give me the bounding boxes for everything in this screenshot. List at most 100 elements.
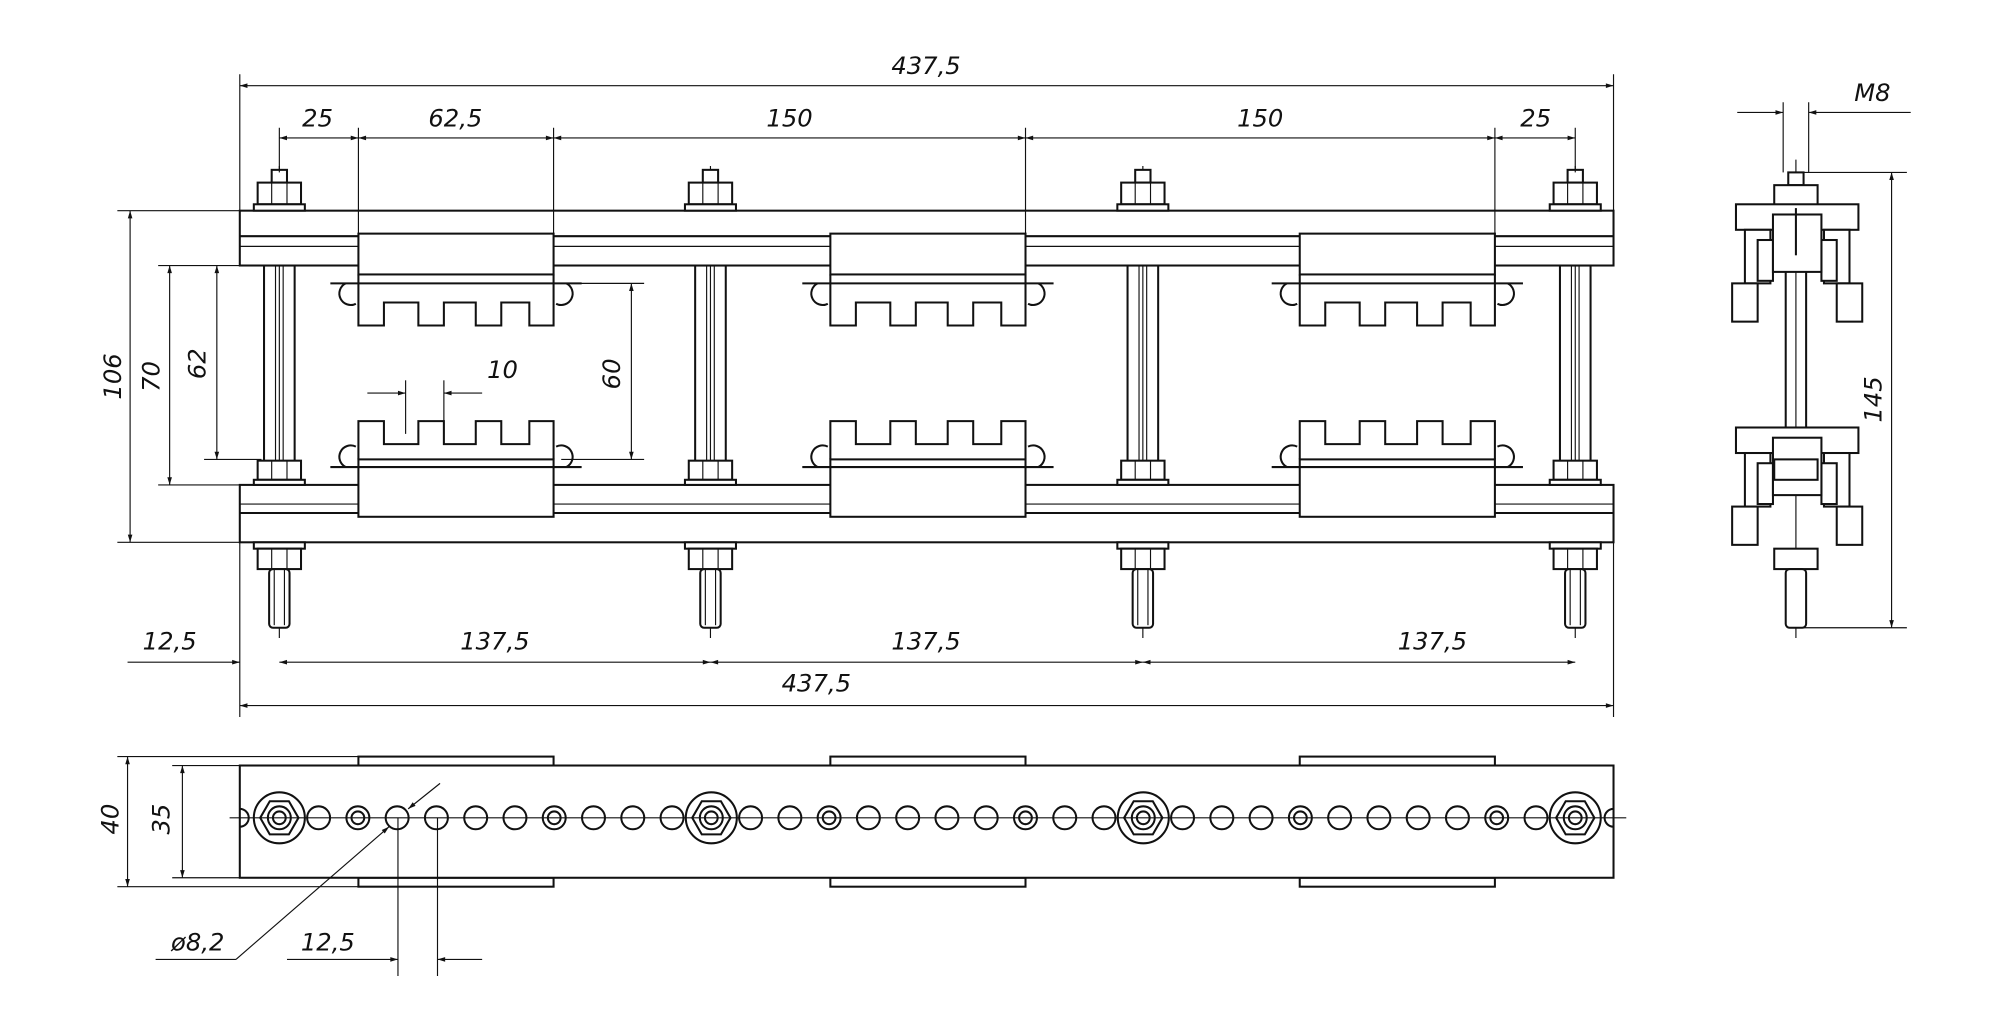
stud bbox=[703, 810, 719, 826]
notch bbox=[239, 807, 250, 828]
hole bbox=[973, 805, 999, 831]
nut-bottom bbox=[1552, 547, 1598, 571]
nut-lower bbox=[256, 459, 303, 481]
bolt-hole bbox=[350, 810, 366, 826]
hole bbox=[1012, 805, 1038, 831]
hole bbox=[1052, 805, 1078, 831]
nut-top bbox=[687, 181, 734, 206]
block-edge bbox=[829, 755, 1027, 767]
rect bbox=[1731, 282, 1759, 323]
hole bbox=[855, 805, 881, 831]
washer bbox=[1496, 444, 1515, 468]
nut-top bbox=[256, 181, 303, 206]
nut-bottom bbox=[1120, 547, 1166, 571]
side-view bbox=[1731, 159, 1864, 638]
dim-70: 70 bbox=[137, 361, 165, 392]
stud-end bbox=[1564, 568, 1587, 629]
hole bbox=[345, 805, 371, 831]
stud-tip bbox=[1787, 171, 1805, 187]
dim-150-a: 150 bbox=[766, 104, 812, 132]
hole bbox=[541, 805, 567, 831]
clamp-teeth-bottom bbox=[357, 420, 555, 460]
rect bbox=[1820, 462, 1838, 506]
stud-end bbox=[1784, 568, 1808, 629]
dim-137-5-b: 137,5 bbox=[891, 627, 960, 655]
bolt-hole bbox=[1018, 810, 1033, 826]
washer bbox=[810, 282, 829, 306]
clamp-block-top bbox=[829, 232, 1027, 276]
washer bbox=[1116, 478, 1170, 486]
side-block bbox=[1771, 213, 1823, 273]
hole bbox=[306, 805, 332, 831]
hole bbox=[1484, 805, 1510, 831]
clamp-teeth-top bbox=[1298, 274, 1496, 327]
hex-nut bbox=[1554, 800, 1596, 836]
dim-106: 106 bbox=[99, 353, 127, 399]
block-edge bbox=[357, 876, 555, 888]
hex-nut bbox=[1122, 800, 1164, 836]
dim-overall-length-top: 437,5 bbox=[891, 52, 960, 80]
washer bbox=[1548, 203, 1602, 212]
rect bbox=[1731, 505, 1759, 546]
hole bbox=[384, 805, 410, 831]
rect bbox=[1756, 238, 1774, 282]
stud-tip bbox=[1134, 168, 1152, 184]
stud-end bbox=[268, 568, 291, 629]
clamp-block-bottom bbox=[1298, 458, 1496, 518]
clamp-block-bottom bbox=[829, 458, 1027, 518]
stud-tip bbox=[701, 168, 720, 184]
bolt-hole bbox=[1489, 810, 1505, 826]
stud-washer bbox=[1548, 791, 1602, 845]
clamp-block-top bbox=[357, 232, 555, 276]
dim-145: 145 bbox=[1859, 376, 1887, 422]
rect bbox=[1756, 462, 1774, 506]
stud bbox=[1135, 810, 1151, 826]
hex-nut bbox=[691, 800, 732, 836]
washer bbox=[338, 444, 357, 468]
leader-line bbox=[407, 782, 441, 810]
washer bbox=[252, 478, 306, 486]
dim-62: 62 bbox=[183, 348, 211, 379]
nut-lower bbox=[1120, 459, 1166, 481]
dim-hole-pitch: 12,5 bbox=[301, 928, 355, 956]
leader-line bbox=[235, 826, 390, 960]
nut-bottom bbox=[687, 547, 734, 571]
clamp-teeth-top bbox=[357, 274, 555, 327]
washer bbox=[555, 444, 574, 468]
washer bbox=[1027, 444, 1046, 468]
bolt-hole bbox=[821, 810, 837, 826]
hole bbox=[1444, 805, 1470, 831]
clamp-teeth-bottom bbox=[829, 420, 1027, 460]
hole bbox=[1327, 805, 1353, 831]
stud-washer bbox=[252, 791, 306, 845]
nut bbox=[1773, 458, 1819, 481]
bolt-hole bbox=[546, 810, 562, 826]
hole bbox=[934, 805, 960, 831]
dim-150-b: 150 bbox=[1237, 104, 1283, 132]
stud bbox=[266, 805, 292, 831]
nut-lower bbox=[687, 459, 734, 481]
nut-top bbox=[1120, 181, 1166, 206]
block-edge bbox=[357, 755, 555, 767]
dim-m8: M8 bbox=[1854, 79, 1890, 107]
hole bbox=[1091, 805, 1117, 831]
washer bbox=[1279, 282, 1298, 306]
block-edge bbox=[1298, 876, 1496, 888]
dim-40: 40 bbox=[97, 804, 125, 835]
washer bbox=[1279, 444, 1298, 468]
hex-nut bbox=[259, 800, 300, 836]
hole bbox=[502, 805, 528, 831]
plate bbox=[238, 764, 1615, 879]
stud-end bbox=[699, 568, 722, 629]
hole bbox=[580, 805, 606, 831]
dim-25-right: 25 bbox=[1520, 104, 1551, 132]
nut-top bbox=[1552, 181, 1598, 206]
hole bbox=[620, 805, 646, 831]
washer bbox=[338, 282, 357, 306]
dim-25-left: 25 bbox=[302, 104, 333, 132]
washer bbox=[683, 203, 737, 212]
dim-62-5: 62,5 bbox=[428, 104, 482, 132]
hole bbox=[895, 805, 921, 831]
block-edge bbox=[1298, 755, 1496, 767]
hole bbox=[1248, 805, 1274, 831]
